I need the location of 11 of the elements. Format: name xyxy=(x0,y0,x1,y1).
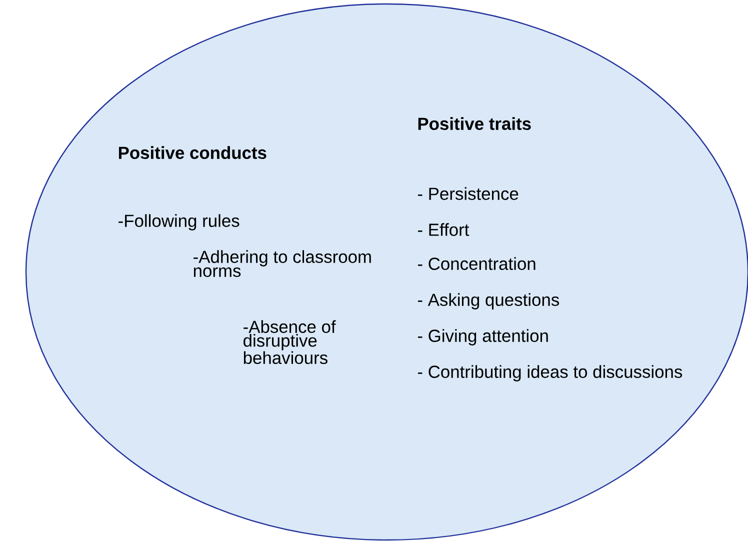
list-item: - Contributing ideas to discussions xyxy=(418,365,682,382)
heading: Positive conducts xyxy=(118,146,266,159)
list-item: - Persistence xyxy=(418,187,518,200)
heading: Positive traits xyxy=(418,117,531,130)
list-item: -Adhering to classroom norms xyxy=(194,250,371,277)
list-item: -Absence of disruptive behaviours xyxy=(244,320,336,364)
list-item: - Concentration xyxy=(418,257,536,270)
list-item: - Asking questions xyxy=(418,293,559,310)
list-item: -Following rules xyxy=(118,214,240,230)
list-item: - Giving attention xyxy=(418,329,548,346)
list-item: - Effort xyxy=(418,223,470,236)
